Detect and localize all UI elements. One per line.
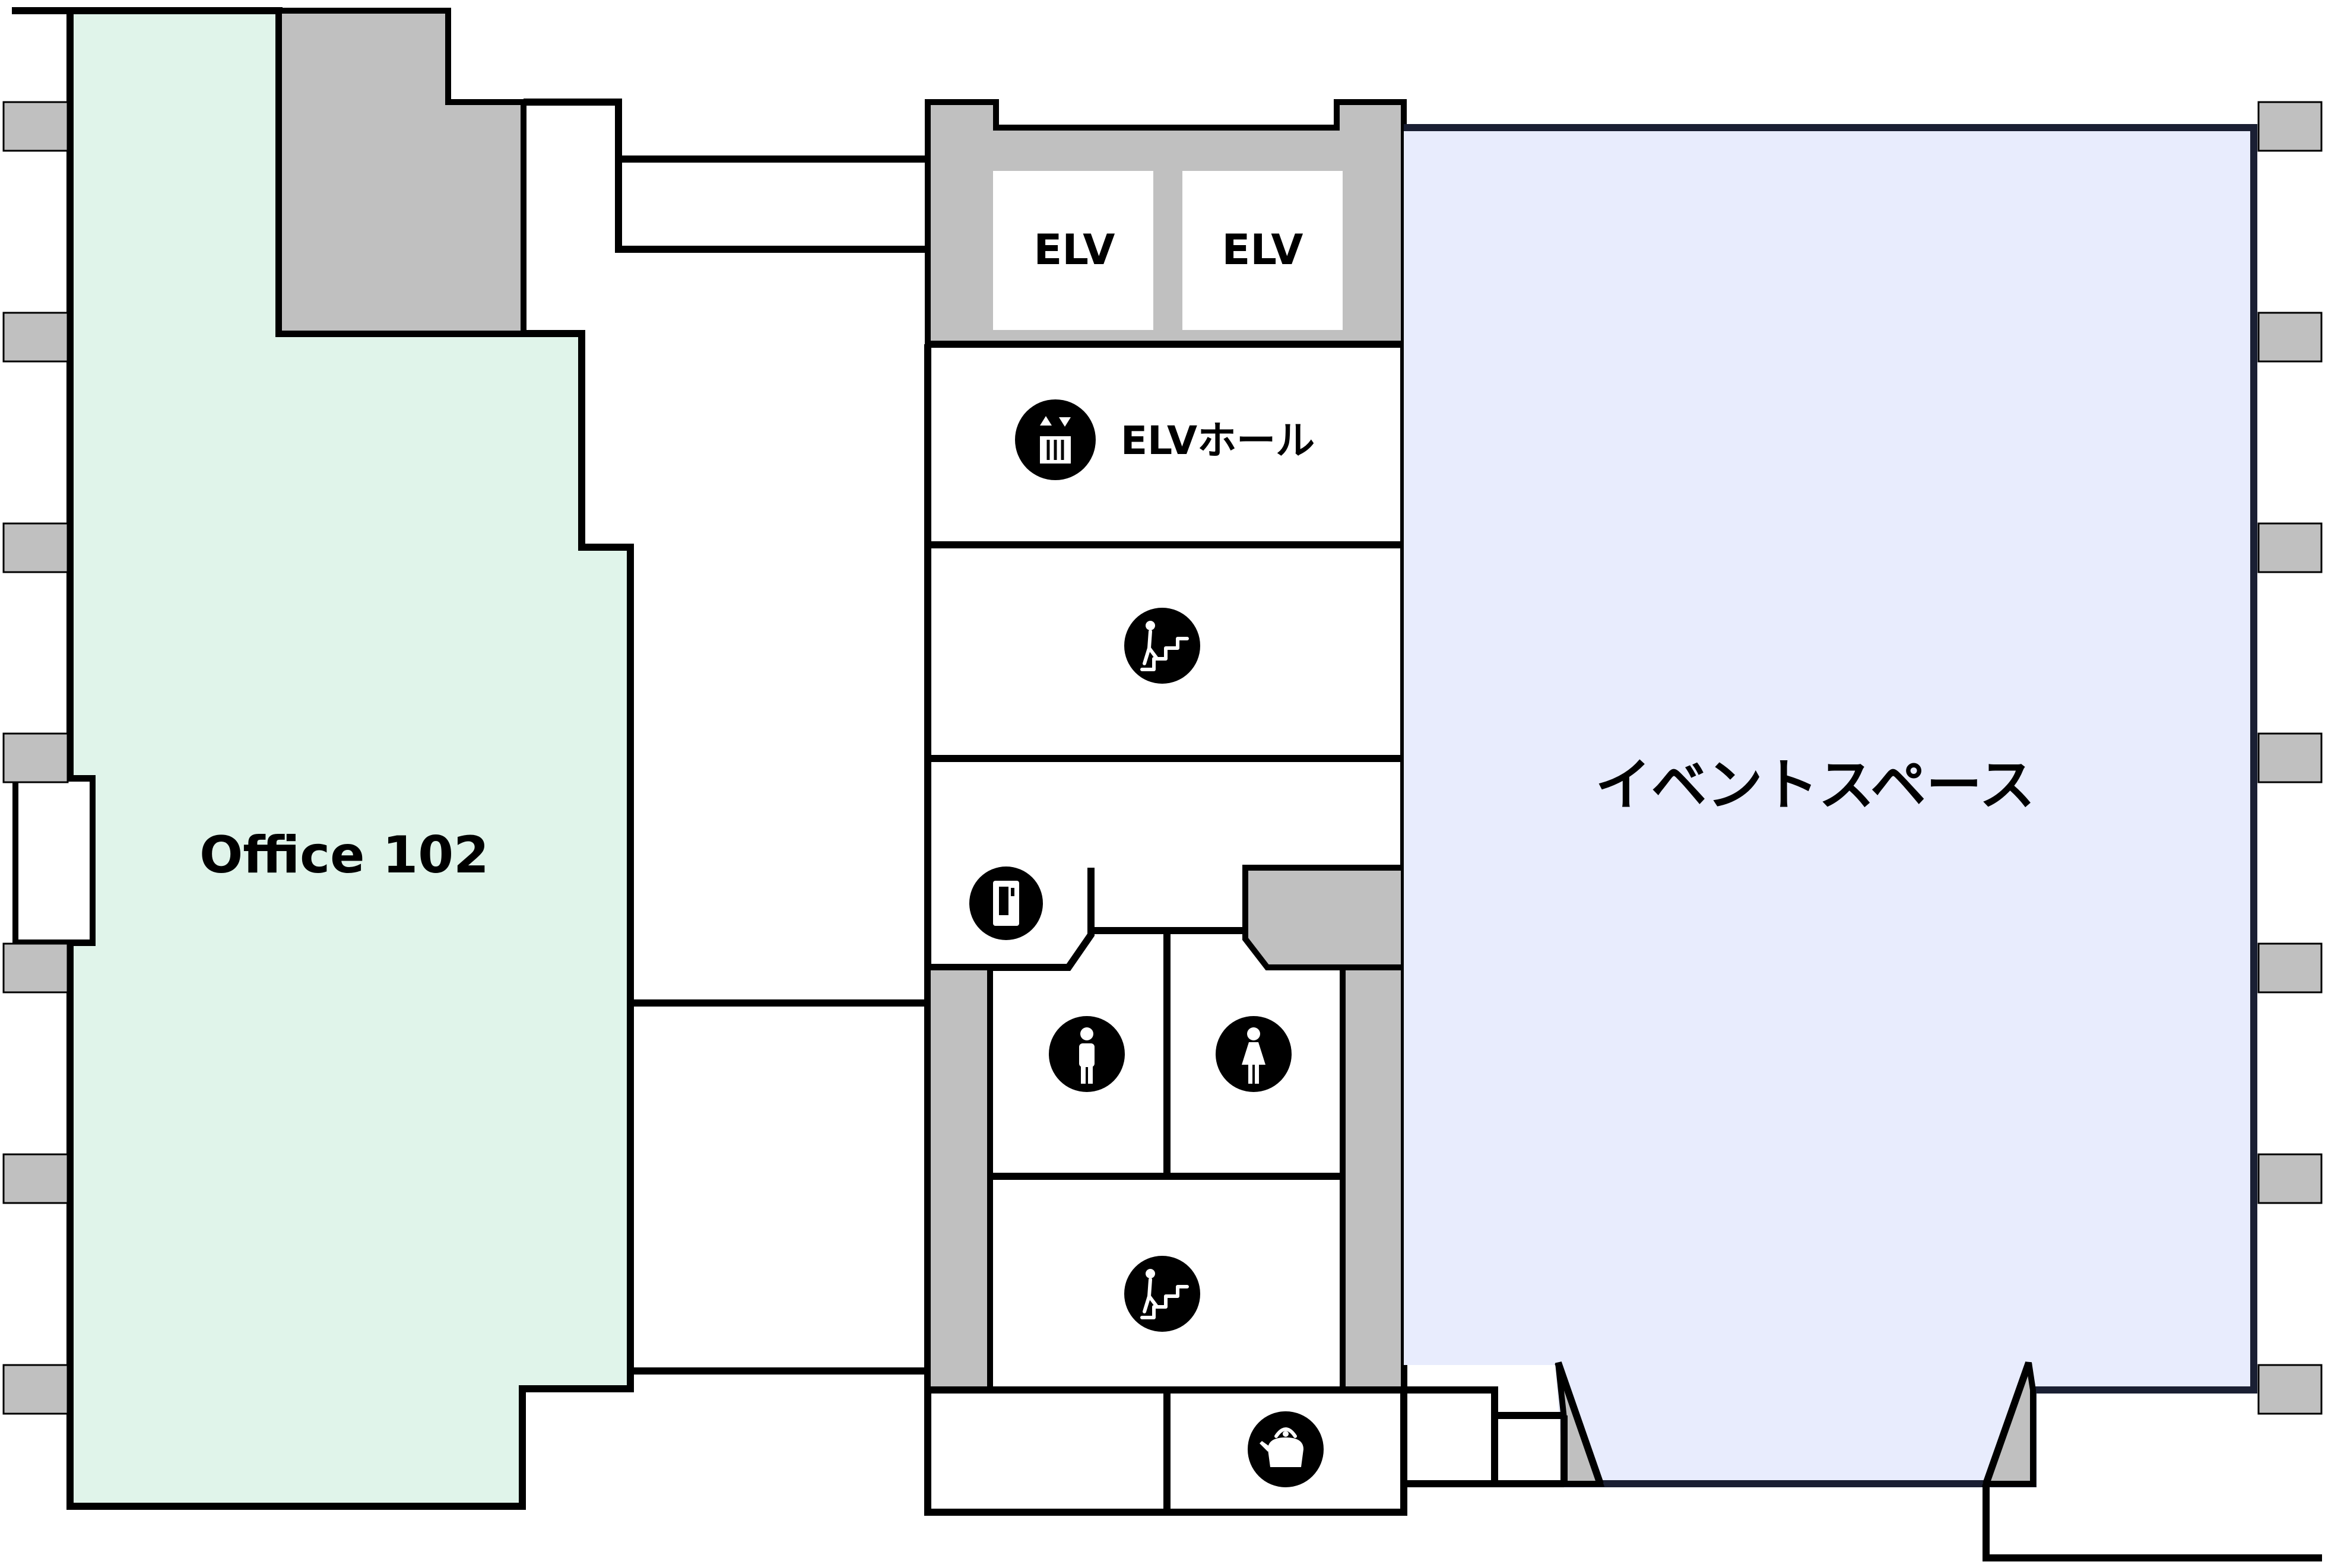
womens-restroom-icon — [1216, 1016, 1292, 1092]
entrance-right-line — [1983, 1361, 2032, 1485]
event-space-wall — [1404, 124, 2257, 1487]
elevator-hall-label: ELVホール — [1121, 418, 1315, 464]
core-column-left — [925, 964, 993, 1393]
stairs-icon — [1124, 1256, 1200, 1332]
corridor-wall-top-2 — [615, 159, 928, 253]
pillar — [2257, 101, 2323, 152]
stairs-icon — [1124, 608, 1200, 684]
pillar — [2, 732, 69, 783]
pillar — [2257, 522, 2323, 573]
left-pillars — [2, 101, 69, 1415]
elevator-icon — [1015, 399, 1096, 480]
event-space-label: イベントスペース — [1596, 753, 2035, 818]
pillar — [2, 1153, 69, 1204]
pillar — [2, 1364, 69, 1415]
pillar — [2257, 942, 2323, 994]
exterior-walkway-line — [1983, 1484, 2322, 1561]
event-space-area[interactable] — [1404, 128, 2254, 1484]
elevator-car-1 — [993, 171, 1153, 330]
pillar — [2, 942, 69, 994]
pillar — [2257, 1364, 2323, 1415]
office-102[interactable]: Office 102 — [12, 7, 634, 1510]
core-service-block — [1242, 865, 1407, 970]
office-window-opening — [12, 776, 96, 945]
right-pillars — [2257, 101, 2323, 1415]
event-space[interactable]: イベントスペース — [1404, 124, 2257, 1487]
elevator-2-label: ELV — [1222, 226, 1303, 274]
office-102-label: Office 102 — [199, 826, 489, 885]
pillar — [2, 522, 69, 573]
office-core-block — [276, 8, 526, 337]
corridor-wall-top — [524, 99, 928, 163]
pillar — [2, 312, 69, 363]
pillar — [2, 101, 69, 152]
vending-machine-icon — [969, 866, 1043, 940]
pillar — [2257, 312, 2323, 363]
vending-nook-wall — [928, 868, 1095, 971]
entrance-left-line — [1555, 1361, 1604, 1485]
pillar — [2257, 1153, 2323, 1204]
mens-restroom-icon — [1049, 1016, 1125, 1092]
elevator-car-2 — [1182, 171, 1343, 330]
elevator-1-label: ELV — [1034, 226, 1115, 274]
pillar — [2257, 732, 2323, 783]
core-column-right — [1340, 964, 1407, 1393]
kettle-icon — [1248, 1411, 1324, 1487]
corridor — [524, 99, 928, 1375]
vestibule — [1404, 1386, 1568, 1487]
